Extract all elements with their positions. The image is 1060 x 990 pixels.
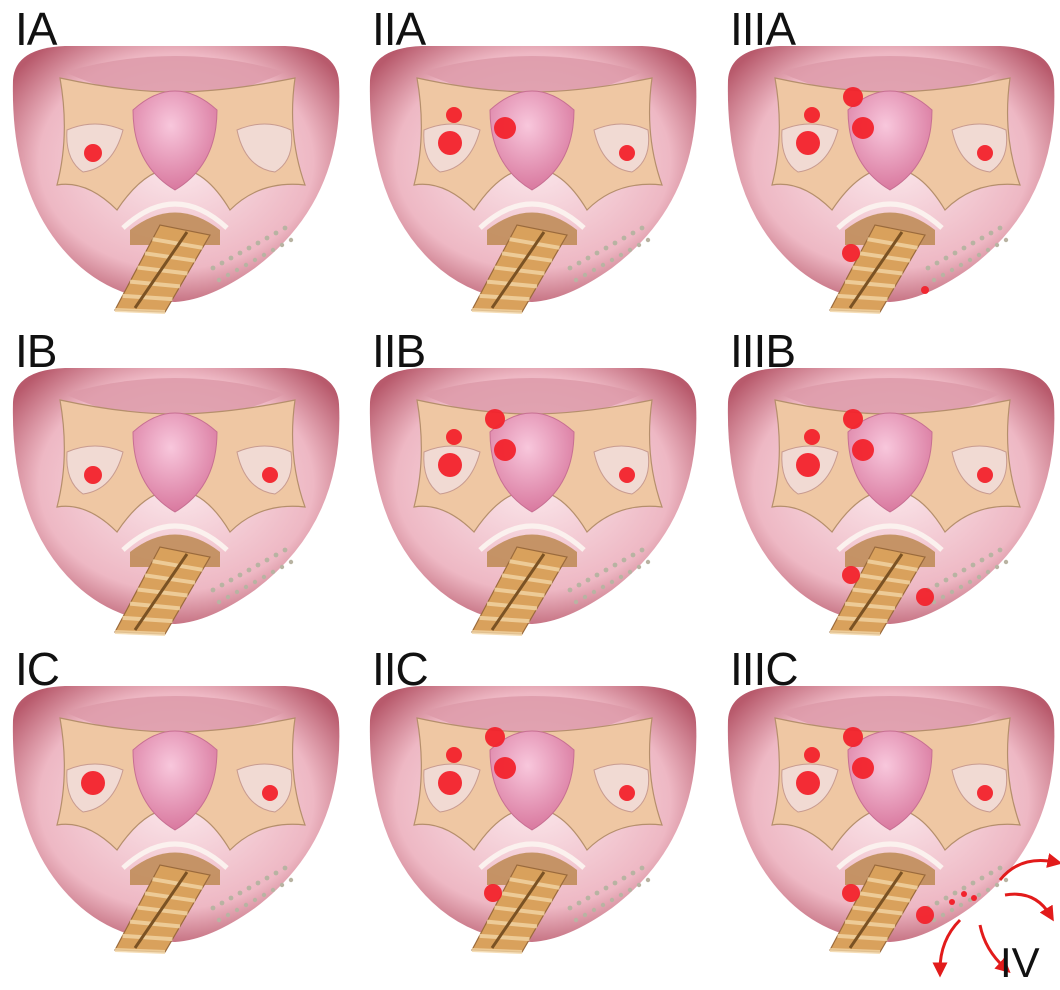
lesion-left-tube (804, 429, 820, 445)
stage-label: IIIC (730, 646, 798, 692)
lesion-left-tube (804, 107, 820, 123)
lesion-left-tube (446, 747, 462, 763)
pelvis-illustration (370, 46, 697, 312)
lesion-right-ovary-small (619, 785, 635, 801)
lesion-left-ovary (438, 771, 462, 795)
lesion-left-ovary (81, 771, 105, 795)
lesion-uterus (494, 117, 516, 139)
stage-panel-iic: IIC (362, 640, 702, 960)
lesion-rectum (842, 566, 860, 584)
lesion-uterus (494, 439, 516, 461)
spread-arrow (940, 920, 960, 970)
lesion-left-ovary (438, 453, 462, 477)
lesion-left-ovary-small (84, 466, 102, 484)
pelvis-illustration (728, 368, 1055, 634)
lesion-left-ovary (796, 771, 820, 795)
lesion-uterus (852, 757, 874, 779)
lesion-left-tube (804, 747, 820, 763)
stage-panel-iiib: IIIB (720, 322, 1060, 642)
stage-label: IIA (372, 6, 425, 52)
lesion-left-ovary-small (84, 144, 102, 162)
lesion-left-ovary (796, 131, 820, 155)
lesion-left-ovary (796, 453, 820, 477)
lesion-right-ovary-small (619, 467, 635, 483)
lesion-right-ovary-small (977, 467, 993, 483)
lesion-right-ovary-small (619, 145, 635, 161)
stage-iv-label: IV (1000, 942, 1040, 984)
spread-arrow (1000, 860, 1055, 880)
stage-label: IIB (372, 328, 425, 374)
lesion-rectum (842, 884, 860, 902)
stage-label: IC (15, 646, 59, 692)
stage-label: IIIB (730, 328, 795, 374)
stage-label: IB (15, 328, 56, 374)
lesion-right-ovary-small (977, 785, 993, 801)
lesion-left-ovary (438, 131, 462, 155)
pelvis-illustration (728, 46, 1055, 312)
lesion-fundus-top (843, 87, 863, 107)
spread-arrow (1005, 894, 1050, 915)
stage-panel-ia: IA (5, 0, 345, 320)
lesion-uterus (852, 439, 874, 461)
lesion-left-tube (446, 107, 462, 123)
lesion-right-ovary-small (262, 467, 278, 483)
lesion-uterus (852, 117, 874, 139)
stage-panel-iiia: IIIA (720, 0, 1060, 320)
lesion-right-ovary-small (262, 785, 278, 801)
stage-label: IIC (372, 646, 428, 692)
pelvis-illustration (13, 686, 340, 952)
stage-panel-ic: IC (5, 640, 345, 960)
lesion-left-tube (446, 429, 462, 445)
lesion-rectum (842, 244, 860, 262)
pelvis-illustration (13, 368, 340, 634)
lesion-node-small (921, 286, 929, 294)
pelvis-illustration (13, 46, 340, 312)
lesion-uterus (494, 757, 516, 779)
stage-panel-iia: IIA (362, 0, 702, 320)
lesion-node (916, 588, 934, 606)
lesion-rectum (484, 884, 502, 902)
lesion-fundus-top (485, 409, 505, 429)
stage-panel-ib: IB (5, 322, 345, 642)
pelvis-illustration (370, 686, 697, 952)
stage-label: IIIA (730, 6, 795, 52)
stage-label: IA (15, 6, 56, 52)
lesion-fundus-top (485, 727, 505, 747)
lesion-fundus-top (843, 409, 863, 429)
lesion-fundus-top (843, 727, 863, 747)
lesion-markers (84, 144, 102, 162)
stage-panel-iib: IIB (362, 322, 702, 642)
pelvis-illustration (370, 368, 697, 634)
lesion-right-ovary-small (977, 145, 993, 161)
